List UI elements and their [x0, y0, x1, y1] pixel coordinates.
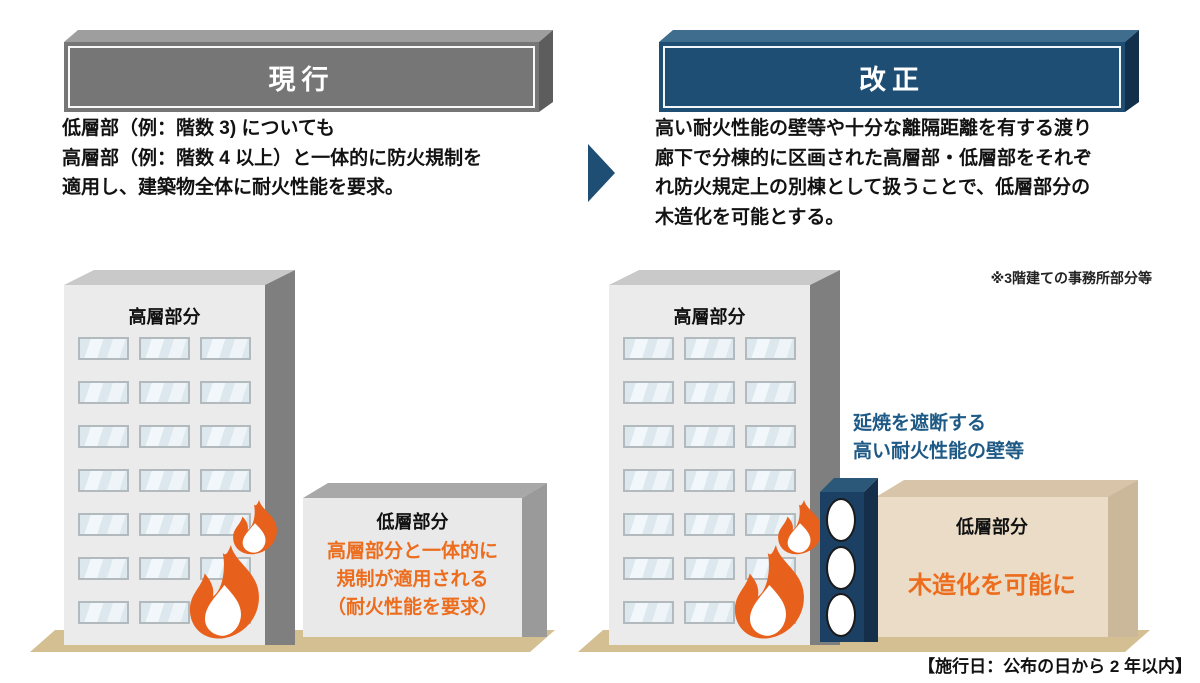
window	[200, 425, 251, 448]
flame-icon	[778, 500, 822, 555]
window-grid	[623, 337, 796, 624]
revised-low-building: 低層部分 木造化を可能に	[876, 480, 1138, 637]
window	[623, 381, 674, 404]
right-arrow-icon	[588, 144, 615, 202]
window	[623, 337, 674, 360]
revised-header-top-face	[659, 30, 1139, 42]
window	[684, 513, 735, 536]
window	[684, 469, 735, 492]
window	[684, 557, 735, 580]
flame-icon	[189, 545, 259, 639]
window	[139, 381, 190, 404]
window	[139, 469, 190, 492]
current-low-building-label: 低層部分	[376, 512, 449, 532]
current-low-building-note: 高層部分と一体的に 規制が適用される （耐火性能を要求）	[326, 541, 498, 618]
window	[745, 381, 796, 404]
window	[139, 425, 190, 448]
enforcement-date-footer: 【施行日：公布の日から 2 年以内】	[918, 657, 1192, 676]
building-side-face	[522, 483, 547, 637]
revised-side-note: ※3階建ての事務所部分等	[990, 270, 1152, 286]
building-side-face	[1108, 480, 1138, 637]
firewall-top-face	[820, 478, 878, 492]
window	[200, 337, 251, 360]
firewall-oval	[826, 498, 856, 542]
window	[684, 337, 735, 360]
revised-title: 改正	[859, 64, 925, 95]
revised-header-face	[659, 42, 1125, 112]
revised-low-building-label: 低層部分	[956, 517, 1028, 537]
window	[78, 469, 129, 492]
window	[78, 601, 129, 624]
revised-header-bar: 改正	[659, 30, 1139, 112]
window	[623, 557, 674, 580]
current-tall-building: 高層部分	[64, 270, 295, 645]
building-top-face	[64, 270, 295, 285]
window	[78, 513, 129, 536]
revised-tall-building-label: 高層部分	[673, 307, 746, 327]
window	[78, 337, 129, 360]
window	[139, 557, 190, 580]
window	[623, 425, 674, 448]
window	[684, 601, 735, 624]
current-tall-building-label: 高層部分	[128, 307, 201, 327]
window	[745, 469, 796, 492]
flame-icon	[233, 500, 277, 555]
revised-description: 高い耐火性能の壁等や十分な離隔距離を有する渡り 廊下で分棟的に区画された高層部・…	[655, 118, 1093, 228]
window	[745, 425, 796, 448]
firewall-side-face	[864, 478, 878, 642]
window	[200, 469, 251, 492]
firewall-oval	[826, 546, 856, 590]
window	[139, 601, 190, 624]
flame-icon	[734, 545, 804, 639]
window	[200, 381, 251, 404]
building-front: 低層部分 木造化を可能に	[876, 497, 1108, 637]
window-grid	[78, 337, 251, 624]
firewall-label: 延焼を遮断する 高い耐火性能の壁等	[853, 413, 1025, 462]
window	[623, 513, 674, 536]
window	[139, 513, 190, 536]
building-side-face	[265, 270, 295, 645]
current-header-side-face	[539, 30, 553, 112]
firewall	[820, 478, 878, 642]
window	[684, 425, 735, 448]
window	[623, 601, 674, 624]
firewall-front	[820, 492, 864, 642]
window	[745, 337, 796, 360]
window	[78, 381, 129, 404]
window	[78, 557, 129, 580]
current-title: 現行	[268, 64, 335, 95]
firewall-oval	[826, 593, 856, 637]
window	[78, 425, 129, 448]
revised-header-side-face	[1125, 30, 1139, 112]
window	[623, 469, 674, 492]
building-top-face	[303, 483, 547, 498]
current-description: 低層部（例：階数 3) についても 高層部（例：階数 4 以上）と一体的に防火規…	[62, 118, 483, 198]
revised-low-building-note: 木造化を可能に	[908, 572, 1076, 599]
current-header-face	[64, 42, 539, 112]
current-low-building: 低層部分 高層部分と一体的に 規制が適用される （耐火性能を要求）	[303, 483, 547, 637]
building-front: 低層部分 高層部分と一体的に 規制が適用される （耐火性能を要求）	[303, 498, 522, 637]
window	[139, 337, 190, 360]
current-header-top-face	[64, 30, 553, 42]
building-top-face	[876, 480, 1138, 497]
building-top-face	[609, 270, 840, 285]
window	[684, 381, 735, 404]
current-header-bar: 現行	[64, 30, 553, 112]
